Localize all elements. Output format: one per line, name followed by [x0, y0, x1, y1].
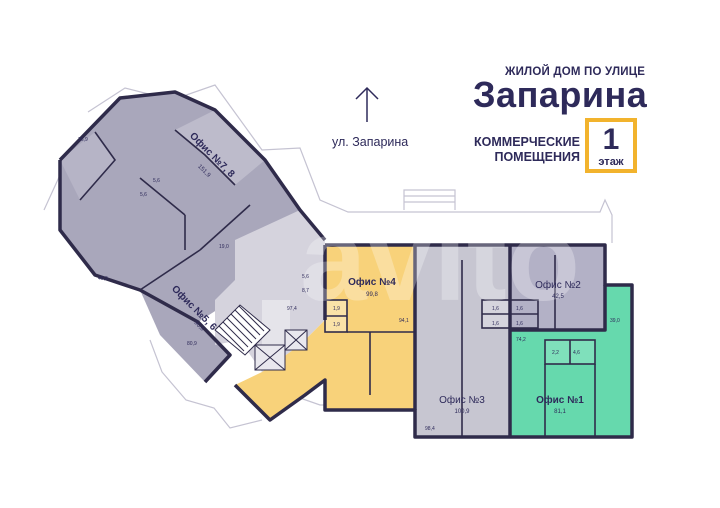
floor-badge: 1 этаж	[585, 118, 637, 173]
office-3-area: 100,9	[454, 409, 470, 415]
office-4-area: 99,8	[366, 292, 378, 298]
room-area: 97,4	[287, 306, 297, 312]
room-area: 1,6	[516, 306, 523, 312]
floor-label: этаж	[598, 156, 624, 168]
room-area: 4,6	[573, 350, 580, 356]
room-area: 1,9	[333, 306, 340, 312]
office-2-area: 42,5	[552, 294, 564, 300]
room-area: 98,4	[425, 426, 435, 432]
room-area: 39,0	[610, 318, 620, 324]
north-arrow-icon	[355, 86, 379, 122]
office-3-label: Офис №3	[439, 394, 485, 406]
commercial-label: КОММЕРЧЕСКИЕ ПОМЕЩЕНИЯ	[458, 135, 580, 165]
header-title: Запарина	[473, 74, 648, 115]
commercial-line-2: ПОМЕЩЕНИЯ	[494, 150, 580, 164]
room-area: 5,6	[140, 192, 147, 198]
room-area: 2,2	[552, 350, 559, 356]
room-area: 80,9	[187, 341, 197, 347]
header-subtitle: ЖИЛОЙ ДОМ ПО УЛИЦЕ	[505, 66, 646, 78]
room-area: 1,6	[492, 306, 499, 312]
stairs	[214, 304, 308, 371]
commercial-line-1: КОММЕРЧЕСКИЕ	[474, 135, 580, 149]
inner-walls	[79, 129, 596, 437]
room-area: 94,1	[399, 318, 409, 324]
avito-watermark: avito	[300, 192, 580, 326]
office-1-area: 81,1	[554, 409, 566, 415]
room-area: 36,9	[78, 137, 88, 143]
room-area: 8,7	[302, 288, 309, 294]
room-area: 1,9	[333, 322, 340, 328]
floor-number: 1	[602, 123, 620, 156]
room-area: 5,6	[302, 274, 309, 280]
office-4-label: Офис №4	[348, 276, 396, 288]
office-2-area	[510, 245, 605, 330]
office-1-label: Офис №1	[536, 394, 584, 406]
room-area: 1,6	[516, 321, 523, 327]
office-2-label: Офис №2	[535, 279, 581, 291]
room-area-labels: 1,9 1,9 94,1 1,6 1,6 1,6 1,6 39,0 74,2 2…	[78, 137, 620, 432]
room-area: 74,2	[516, 337, 526, 343]
room-area: 1,6	[492, 321, 499, 327]
room-area: 19,0	[219, 244, 229, 250]
room-area: 5,6	[153, 178, 160, 184]
room-area: 45,9	[98, 276, 108, 282]
street-label: ул. Запарина	[332, 135, 409, 149]
